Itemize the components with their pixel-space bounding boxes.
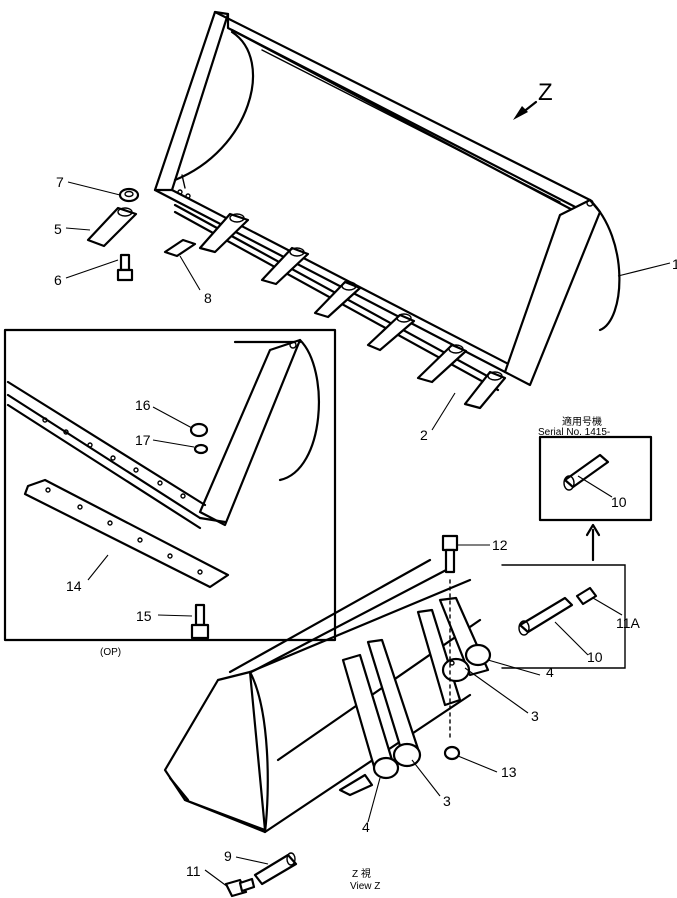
bucket-main <box>153 10 621 410</box>
view-label: Z <box>538 79 553 106</box>
callout-9: 9 <box>224 848 232 864</box>
inset-label: (OP) <box>100 647 121 658</box>
bucket-view-z <box>163 558 492 834</box>
serial-english: Serial No. 1415- <box>538 427 610 438</box>
plate-8 <box>163 238 197 258</box>
callout-5: 5 <box>54 221 62 237</box>
callout-4b: 4 <box>362 819 370 835</box>
callout-7: 7 <box>56 174 64 190</box>
pin-10-detail <box>501 564 626 669</box>
callout-6: 6 <box>54 272 62 288</box>
callout-11: 11 <box>186 863 201 879</box>
inset-box <box>3 328 337 642</box>
callout-10a: 10 <box>611 494 627 510</box>
callout-11a: 11A <box>616 615 641 631</box>
pin-9 <box>253 852 298 886</box>
callout-2: 2 <box>420 427 428 443</box>
serial-japanese: 適用号機 <box>562 415 602 428</box>
inset-holes <box>42 417 186 499</box>
nut-13 <box>443 745 461 761</box>
serial-box <box>538 435 653 562</box>
callout-16: 16 <box>135 397 151 413</box>
callout-14: 14 <box>66 578 82 594</box>
callout-12: 12 <box>492 537 508 553</box>
callout-8: 8 <box>204 290 212 306</box>
bolt-11 <box>224 877 256 898</box>
callout-17: 17 <box>135 432 151 448</box>
bolt-6 <box>116 253 134 282</box>
view-caption-english: View Z <box>350 881 380 892</box>
bolt-12 <box>441 534 459 574</box>
callout-3a: 3 <box>531 708 539 724</box>
tooth-row <box>198 212 507 410</box>
view-arrow: Z <box>513 79 553 120</box>
nut-7 <box>118 187 140 203</box>
leaders <box>65 181 671 888</box>
callout-15: 15 <box>136 608 152 624</box>
tooth-5 <box>86 206 138 248</box>
callout-10b: 10 <box>587 649 603 665</box>
callout-3b: 3 <box>443 793 451 809</box>
callout-13: 13 <box>501 764 517 780</box>
callout-1: 1 <box>672 256 677 272</box>
callout-4a: 4 <box>546 664 554 680</box>
view-caption-japanese: Z 視 <box>352 867 371 880</box>
